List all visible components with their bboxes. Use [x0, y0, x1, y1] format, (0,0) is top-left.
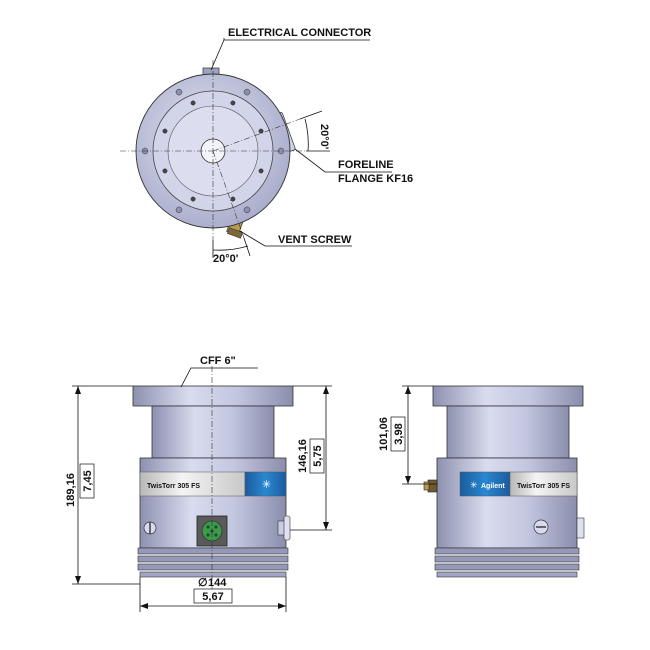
side-foreline-port: [576, 517, 585, 539]
side-flange: [432, 385, 584, 407]
angle-label-bottom: 20°0': [213, 253, 239, 265]
foreline-port: [277, 515, 291, 541]
side-view: ✳ Agilent TwisTorr 305 FS 101,06 3,98: [378, 385, 585, 578]
front-view: TwisTorr 305 FS ✳ CF: [65, 355, 332, 612]
dim-diameter-mm: 144: [208, 577, 227, 589]
dim-body-height-mm: 146,16: [297, 439, 309, 473]
label-cff: CFF 6": [200, 355, 236, 367]
dim-diameter-in: 5,67: [202, 591, 223, 603]
sparkle-icon: ✳: [262, 478, 271, 491]
top-view: ELECTRICAL CONNECTOR FORELINE FLANGE KF1…: [120, 27, 413, 265]
bolt-hole: [162, 128, 168, 134]
cooling-fins: [137, 547, 289, 578]
product-label-white: [139, 471, 246, 497]
side-cooling-fins: [434, 547, 580, 578]
bolt-hole: [162, 168, 168, 174]
dim-body-height-in: 5,75: [312, 445, 324, 466]
angle-arc-right: [304, 118, 309, 152]
dim-total-height-in: 7,45: [82, 470, 94, 491]
label-vent-screw: VENT SCREW: [278, 234, 352, 246]
label-foreline-line2: FLANGE KF16: [338, 173, 413, 185]
bolt-hole: [258, 128, 264, 134]
bolt-hole: [230, 196, 236, 202]
cff-flange: [132, 385, 294, 407]
dim-total-height-mm: 189,16: [65, 473, 77, 507]
side-label-text: TwisTorr 305 FS: [517, 483, 570, 490]
dim-side-height-in: 3,98: [393, 423, 405, 444]
pump-neck: [151, 405, 275, 459]
agilent-spark-icon: ✳: [470, 481, 478, 491]
product-label-blue: [244, 471, 287, 497]
bolt-hole: [175, 206, 183, 214]
vent-knob: [423, 479, 438, 493]
bolt-hole: [190, 100, 196, 106]
side-label-white: [509, 471, 578, 497]
bolt-hole: [258, 168, 264, 174]
front-label-text: TwisTorr 305 FS: [147, 483, 200, 490]
bolt-hole: [190, 196, 196, 202]
label-electrical-connector: ELECTRICAL CONNECTOR: [228, 27, 371, 39]
angle-label-right: 20°0': [318, 124, 330, 150]
bolt-hole: [243, 206, 251, 214]
side-label-blue: [459, 471, 511, 497]
diameter-symbol: ∅: [198, 577, 208, 589]
angle-arc-bottom: [212, 245, 249, 251]
dim-side-height-mm: 101,06: [378, 417, 390, 451]
side-body: [436, 457, 578, 549]
side-neck: [446, 405, 570, 459]
bolt-hole: [230, 100, 236, 106]
brand-text: Agilent: [481, 483, 505, 490]
label-foreline-line1: FORELINE: [338, 159, 394, 171]
bolt-hole: [175, 88, 183, 96]
bolt-hole: [243, 88, 251, 96]
